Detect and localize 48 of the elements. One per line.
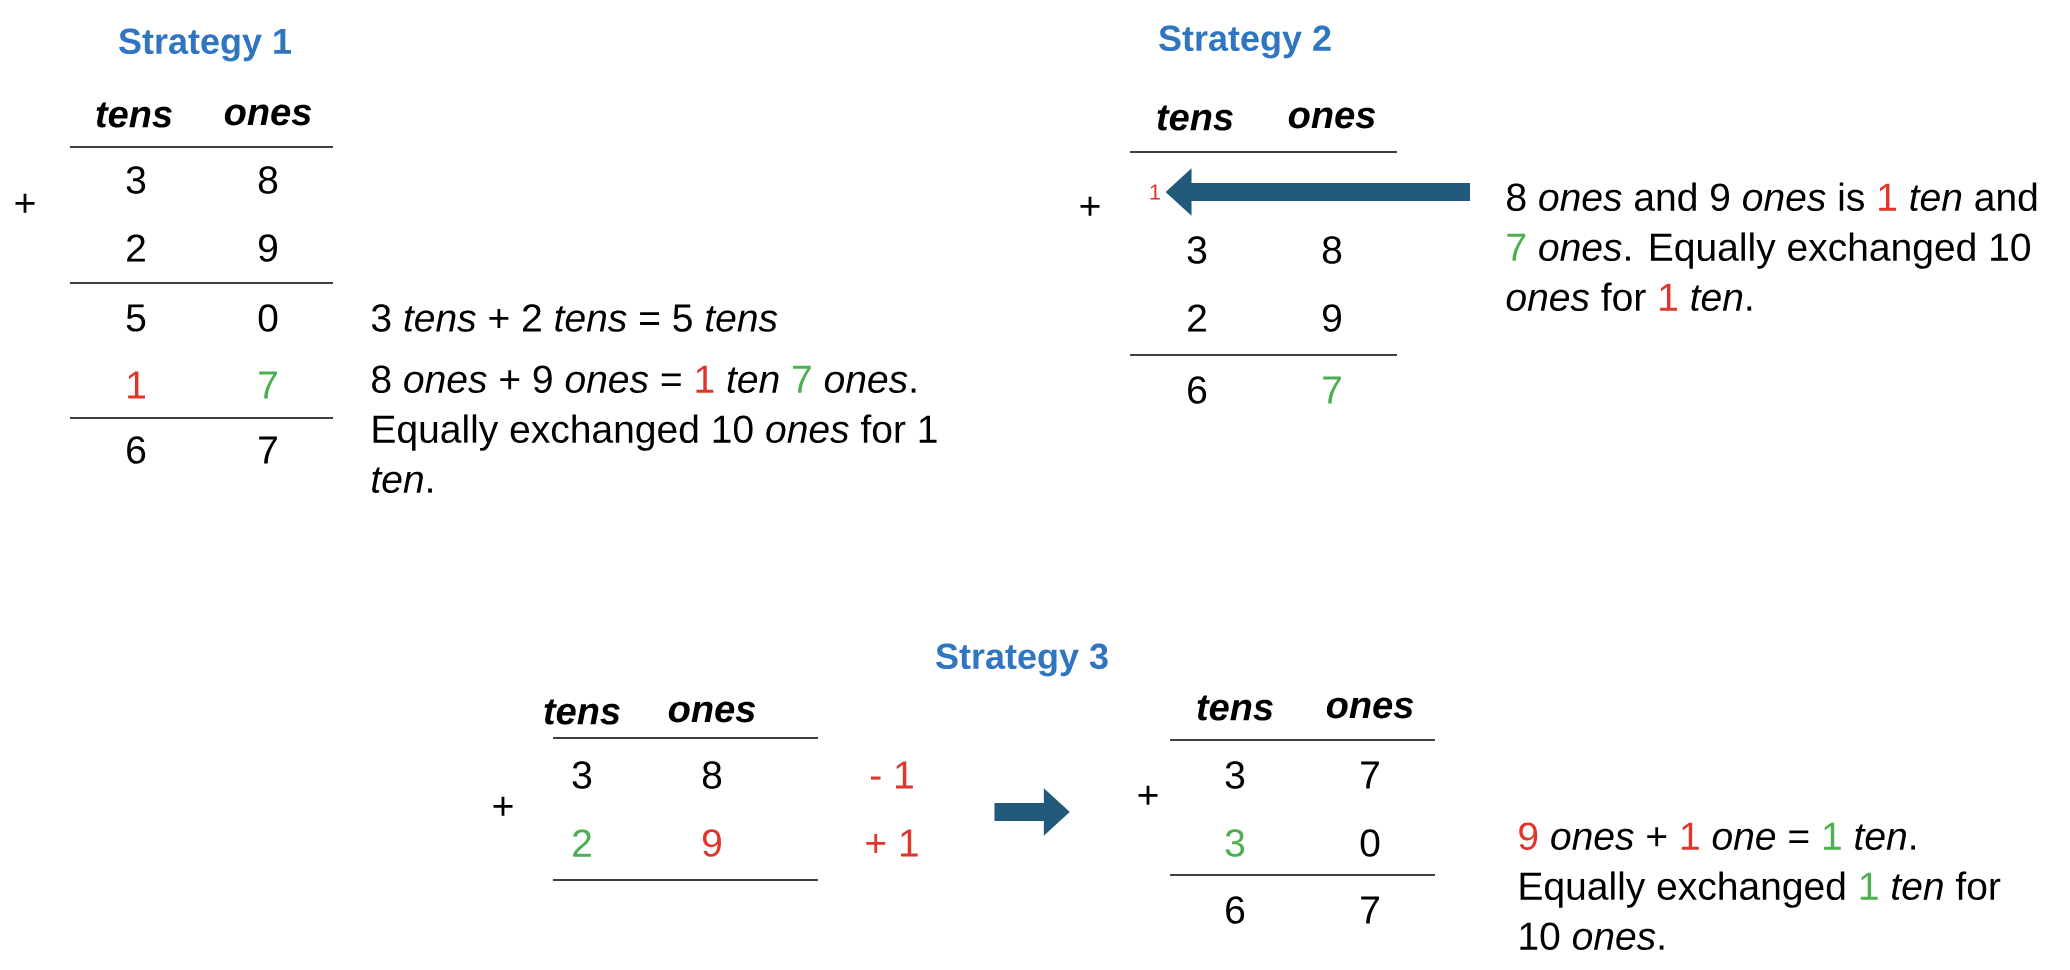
plus-sign: + xyxy=(493,796,513,816)
digit: 3 xyxy=(1187,236,1207,264)
digit: 7 xyxy=(259,436,277,464)
digit: 7 xyxy=(259,371,277,399)
carried-digit: 1 xyxy=(1150,184,1161,200)
explanation: 3 tens + 2 tens = 5 tens xyxy=(371,304,778,332)
plus-sign: + xyxy=(1138,785,1158,805)
digit: 3 xyxy=(572,761,592,789)
adjustment: + 1 xyxy=(866,829,918,857)
column-heading: tens xyxy=(96,102,172,128)
digit: 9 xyxy=(1323,304,1341,332)
digit: 7 xyxy=(1323,376,1341,404)
column-heading: ones xyxy=(224,104,312,126)
plus-sign: + xyxy=(1080,196,1100,216)
digit: 8 xyxy=(702,761,722,789)
digit: 7 xyxy=(1361,761,1379,789)
strategy-heading: Strategy 2 xyxy=(1159,25,1331,59)
column-heading: tens xyxy=(1197,695,1273,721)
digit: 0 xyxy=(1360,829,1380,857)
digit: 0 xyxy=(258,304,278,332)
digit: 6 xyxy=(1226,896,1245,924)
column-heading: tens xyxy=(544,699,620,725)
column-heading: ones xyxy=(668,701,756,723)
column-heading: ones xyxy=(1288,107,1376,129)
column-heading: ones xyxy=(1326,697,1414,719)
strategy-heading: Strategy 3 xyxy=(936,643,1108,677)
digit: 8 xyxy=(1322,236,1342,264)
explanation: 9 ones + 1 one = 1 ten. Equally exchanged 1 ten for 10 ones. xyxy=(1519,822,2001,950)
digit: 3 xyxy=(126,166,146,194)
explanation: 8 ones + 9 ones = 1 ten 7 ones. Equally exchanged 10 ones for 1 ten. xyxy=(372,365,937,493)
digit: 9 xyxy=(703,829,721,857)
digit: 9 xyxy=(259,234,277,262)
plus-sign: + xyxy=(15,193,35,213)
digit: 6 xyxy=(1188,376,1207,404)
digit: 3 xyxy=(1225,761,1245,789)
digit: 2 xyxy=(1188,304,1206,332)
digit: 6 xyxy=(127,436,146,464)
digit: 2 xyxy=(127,234,145,262)
strategy-heading: Strategy 1 xyxy=(119,28,291,62)
digit: 3 xyxy=(1225,829,1245,857)
digit: 2 xyxy=(573,829,591,857)
digit: 8 xyxy=(258,166,278,194)
adjustment: - 1 xyxy=(871,761,913,789)
digit: 1 xyxy=(128,371,145,399)
digit: 5 xyxy=(126,304,146,332)
digit: 7 xyxy=(1361,896,1379,924)
column-heading: tens xyxy=(1157,105,1233,131)
explanation: 8 ones and 9 ones is 1 ten and 7 ones. Equally exchanged 10 ones for 1 ten. xyxy=(1506,182,2037,312)
